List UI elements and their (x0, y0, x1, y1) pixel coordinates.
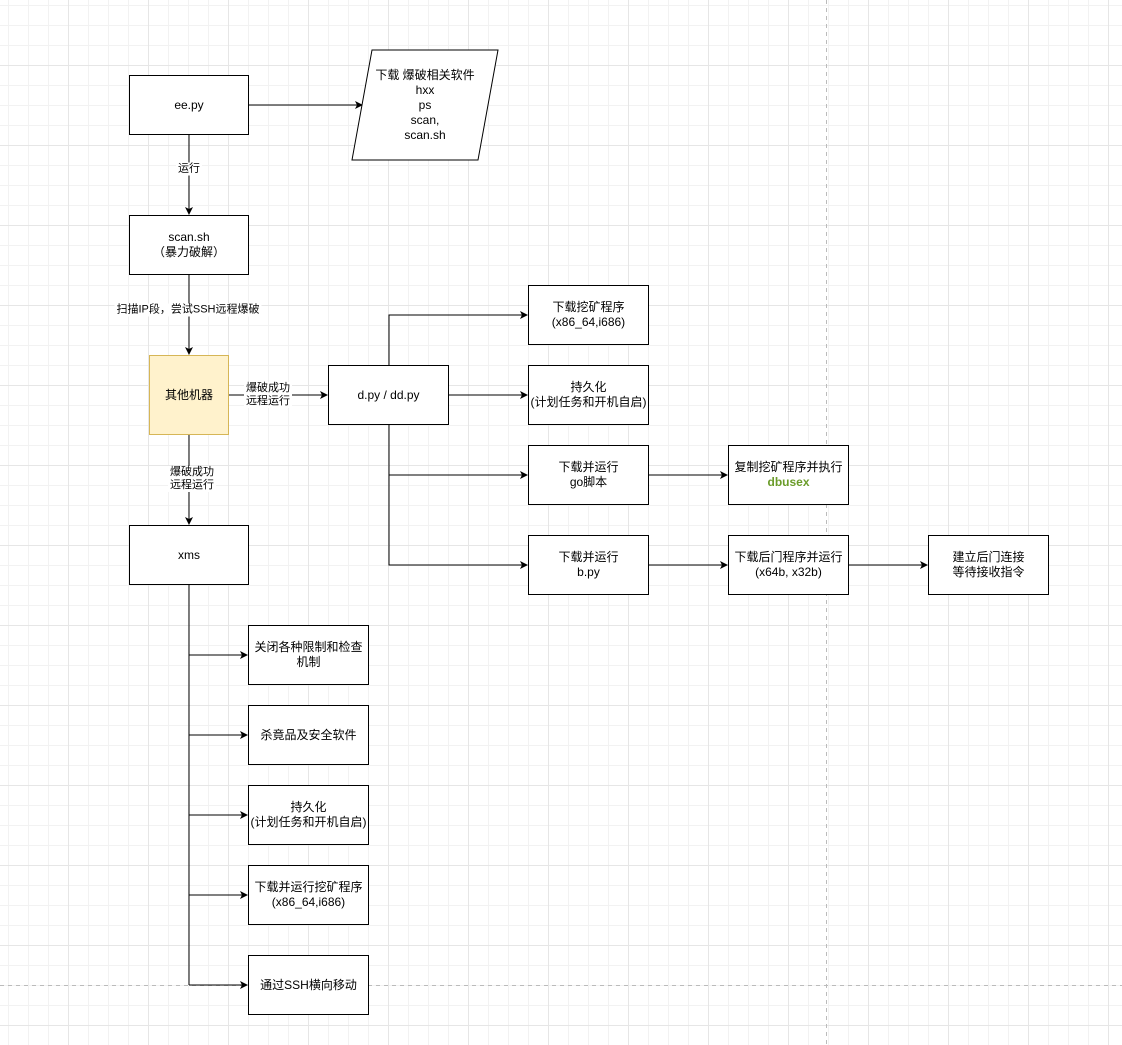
download-go-node: 下载并运行 go脚本 (528, 445, 649, 505)
download-tools-shape (351, 49, 499, 161)
download-go-line2: go脚本 (569, 475, 608, 489)
d-py-node: d.py / dd.py (328, 365, 449, 425)
persistence-bottom-line1: 持久化 (290, 800, 327, 814)
download-tools-line1: 下载 爆破相关软件 (375, 67, 475, 82)
edge-dpy-to-b (388, 475, 528, 569)
edge-label-brute-right-line2: 远程运行 (246, 395, 290, 407)
d-py-label: d.py / dd.py (357, 387, 420, 402)
download-backdoor-line2: (x64b, x32b) (755, 565, 822, 579)
persistence-top-line1: 持久化 (570, 380, 607, 394)
edge-dpy-to-miner (388, 311, 528, 365)
persistence-bottom-node: 持久化 (计划任务和开机自启) (248, 785, 369, 845)
persistence-bottom-line2: (计划任务和开机自启) (250, 815, 367, 829)
xms-label: xms (178, 547, 200, 562)
download-backdoor-node: 下载后门程序并运行 (x64b, x32b) (728, 535, 849, 595)
download-run-miner-line2: (x86_64,i686) (271, 895, 346, 909)
download-miner-node: 下载挖矿程序 (x86_64,i686) (528, 285, 649, 345)
edge-label-brute-down-line2: 远程运行 (170, 479, 214, 491)
persistence-top-line2: (计划任务和开机自启) (530, 395, 647, 409)
copy-miner-node: 复制挖矿程序并执行 dbusex (728, 445, 849, 505)
kill-competitors-node: 杀竟品及安全软件 (248, 705, 369, 765)
kill-competitors-label: 杀竟品及安全软件 (260, 727, 357, 742)
backdoor-connect-line2: 等待接收指令 (952, 565, 1025, 579)
download-tools-line5: scan.sh (404, 127, 446, 142)
scan-sh-node: scan.sh （暴力破解） (129, 215, 249, 275)
edge-label-brute-down-line1: 爆破成功 (170, 466, 214, 478)
ssh-lateral-label: 通过SSH横向移动 (260, 977, 357, 992)
disable-limits-node: 关闭各种限制和检查 机制 (248, 625, 369, 685)
xms-node: xms (129, 525, 249, 585)
download-b-node: 下载并运行 b.py (528, 535, 649, 595)
backdoor-connect-node: 建立后门连接 等待接收指令 (928, 535, 1049, 595)
backdoor-connect-line1: 建立后门连接 (952, 550, 1025, 564)
download-tools-line2: hxx (415, 82, 435, 97)
edge-label-scan-ip: 扫描IP段，尝试SSH远程爆破 (114, 303, 262, 317)
copy-miner-line2: dbusex (767, 475, 810, 489)
download-miner-line1: 下载挖矿程序 (552, 300, 625, 314)
other-machines-node: 其他机器 (149, 355, 229, 435)
ee-py-label: ee.py (174, 97, 204, 112)
scan-sh-line1: scan.sh (168, 230, 210, 244)
edge-label-run: 运行 (176, 162, 202, 176)
disable-limits-line1: 关闭各种限制和检查 (254, 640, 363, 654)
download-tools-node: 下载 爆破相关软件 hxx ps scan, scan.sh (362, 52, 488, 158)
edge-label-brute-down: 爆破成功 远程运行 (168, 466, 216, 492)
download-miner-line2: (x86_64,i686) (551, 315, 626, 329)
download-tools-line4: scan, (410, 112, 440, 127)
download-run-miner-node: 下载并运行挖矿程序 (x86_64,i686) (248, 865, 369, 925)
edge-label-brute-right-line1: 爆破成功 (246, 382, 290, 394)
download-run-miner-line1: 下载并运行挖矿程序 (254, 880, 363, 894)
scan-sh-line2: （暴力破解） (152, 245, 225, 259)
copy-miner-line1: 复制挖矿程序并执行 (734, 460, 843, 474)
ssh-lateral-node: 通过SSH横向移动 (248, 955, 369, 1015)
ee-py-node: ee.py (129, 75, 249, 135)
download-backdoor-line1: 下载后门程序并运行 (734, 550, 843, 564)
download-tools-line3: ps (418, 97, 432, 112)
other-machines-label: 其他机器 (164, 387, 213, 402)
persistence-top-node: 持久化 (计划任务和开机自启) (528, 365, 649, 425)
edge-dpy-to-go (388, 425, 528, 479)
edge-label-brute-right: 爆破成功 远程运行 (244, 382, 292, 408)
disable-limits-line2: 机制 (296, 655, 321, 669)
download-b-line2: b.py (577, 565, 600, 579)
download-b-line1: 下载并运行 (558, 550, 619, 564)
download-go-line1: 下载并运行 (558, 460, 619, 474)
